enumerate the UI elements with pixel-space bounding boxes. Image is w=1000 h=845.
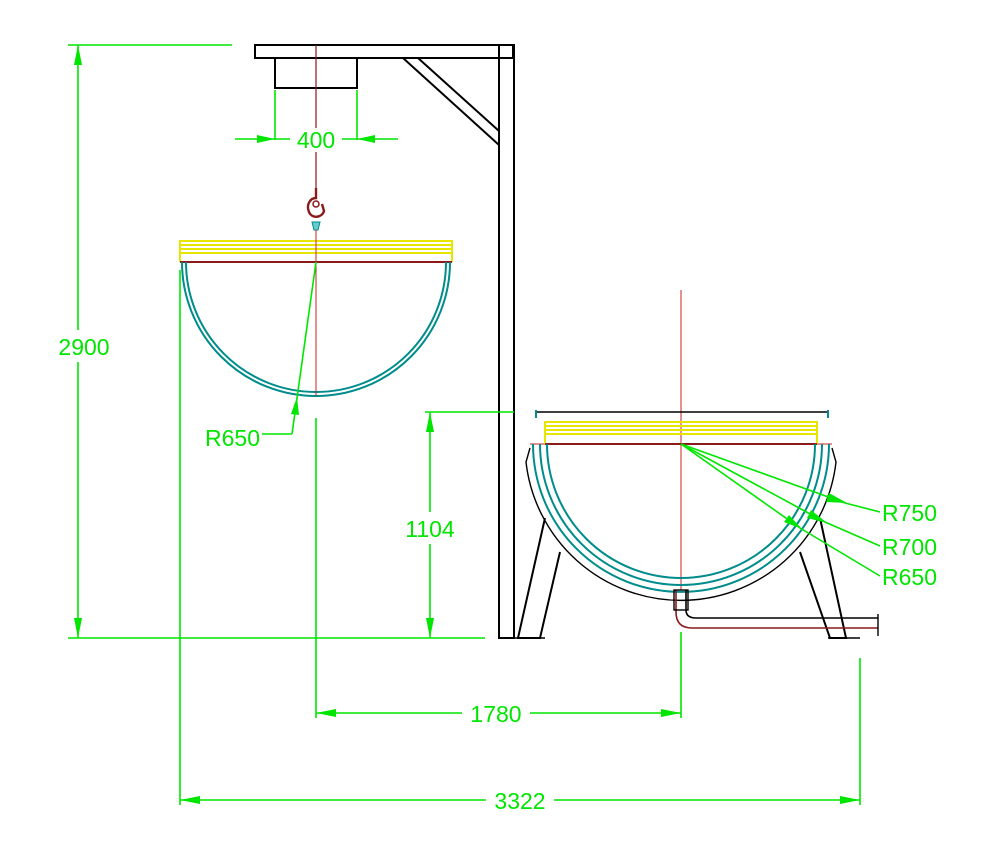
dim-radius-middle-label: R700: [882, 534, 937, 560]
hoist-hook: [306, 45, 326, 231]
gantry-brace-lower: [417, 57, 500, 132]
dim-center-distance: 1780: [315, 418, 682, 727]
dim-overall-height-label: 2900: [58, 334, 109, 360]
discharge-pipe-inner: [675, 590, 878, 629]
dim-hook-width-label: 400: [297, 127, 335, 153]
dim-vessel-height: 1104: [394, 411, 514, 638]
dim-hanging-radius-label: R650: [205, 425, 260, 451]
dim-overall-width-label: 3322: [494, 788, 545, 814]
gantry-top-beam: [254, 44, 514, 59]
dim-overall-width: 3322: [179, 270, 861, 814]
dim-hook-width: 400: [235, 90, 398, 153]
dim-radius-outer-label: R750: [882, 500, 937, 526]
dim-vessel-height-label: 1104: [405, 516, 455, 542]
kettle-shell-middle: [539, 443, 823, 586]
gantry-column: [498, 44, 515, 639]
dim-center-distance-label: 1780: [470, 701, 521, 727]
dim-kettle-radii: R750 R700 R650: [680, 443, 937, 590]
hook-icon: [306, 188, 326, 218]
gantry-brace-upper: [402, 57, 500, 146]
discharge-valve: [673, 589, 689, 611]
main-kettle: [499, 290, 879, 639]
dim-hanging-radius: R650: [205, 261, 317, 451]
discharge-pipe-outer: [685, 590, 878, 619]
dim-overall-height: 2900: [40, 44, 485, 639]
dim-radius-inner-label: R650: [882, 564, 937, 590]
kettle-shell-inner: [546, 443, 816, 579]
hanging-bowl: [179, 230, 453, 397]
kettle-leg-left: [516, 517, 561, 639]
hook-shackle-icon: [311, 221, 321, 231]
